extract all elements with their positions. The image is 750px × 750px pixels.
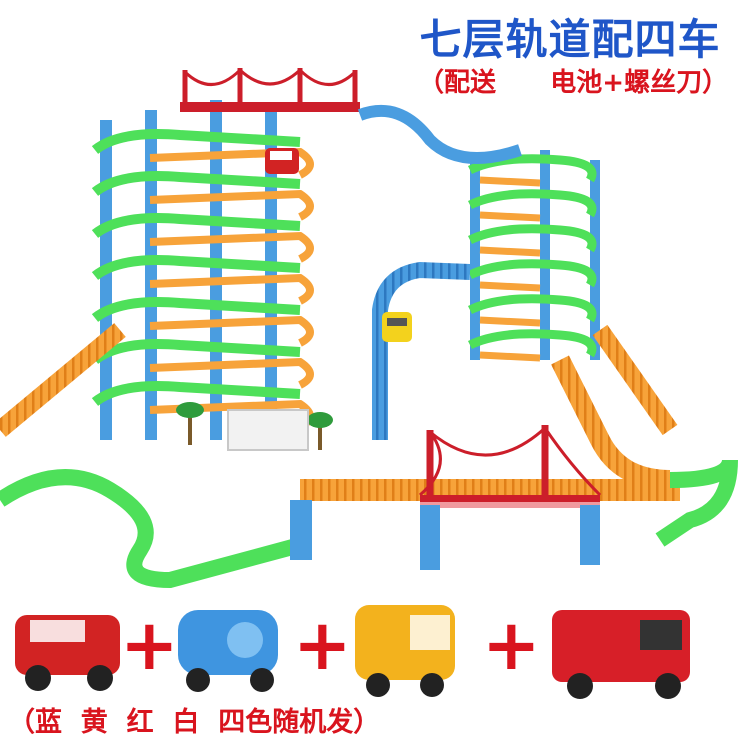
product-title: 七层轨道配四车 [419, 15, 721, 64]
green-level-track [91, 381, 301, 407]
orange-level-track [149, 273, 314, 305]
green-curve-track [0, 469, 303, 589]
green-level-track [467, 329, 597, 358]
right-tower-pillar [590, 160, 600, 360]
right-tower-pillar [540, 150, 550, 360]
bridge-pier [580, 505, 600, 565]
product-subtitle: （配送 电池+螺丝刀） [418, 68, 729, 98]
car-on-middle-track [382, 312, 412, 342]
green-level-track [467, 154, 597, 183]
orange-level-track [479, 211, 541, 222]
bridge-pier [420, 505, 440, 570]
plus-sign: + [120, 604, 179, 686]
orange-level-track [149, 189, 314, 221]
left-tower [91, 100, 314, 440]
toll-gate-sign [227, 409, 309, 451]
left-tower-pillar [145, 110, 157, 440]
red-suv-car [15, 615, 120, 691]
orange-level-track [479, 351, 541, 362]
plus-sign: + [482, 604, 541, 686]
green-level-track [467, 294, 597, 323]
right-tower [467, 150, 600, 362]
plus-sign: + [293, 604, 352, 686]
car-lineup [15, 605, 690, 699]
green-level-track [91, 171, 301, 197]
green-level-track [467, 259, 597, 288]
red-fire-truck-car [552, 610, 690, 699]
green-level-track [91, 213, 301, 239]
green-level-track [467, 189, 597, 218]
orange-level-track [149, 231, 314, 263]
green-level-track [91, 297, 301, 323]
blue-train-car [178, 610, 278, 692]
green-level-track [91, 255, 301, 281]
blue-middle-track [372, 261, 471, 440]
right-orange-track [551, 355, 671, 490]
right-green-track [655, 458, 738, 547]
orange-level-track [479, 316, 541, 327]
orange-level-track [479, 246, 541, 257]
bottom-red-bridge [419, 425, 602, 508]
track-scene [0, 67, 738, 589]
orange-level-track [479, 281, 541, 292]
top-red-bridge [180, 67, 360, 112]
car-on-top-track [265, 148, 299, 174]
color-note: （蓝 黄 红 白 四色随机发） [8, 707, 381, 738]
right-tower-pillar [470, 160, 480, 360]
green-level-track [467, 224, 597, 253]
green-level-track [91, 129, 301, 155]
yellow-bus-car [355, 605, 455, 697]
left-orange-track [0, 323, 126, 437]
right-tower-levels [467, 154, 597, 362]
orange-level-track [149, 357, 314, 389]
tree-decoration [176, 402, 333, 450]
orange-level-track [149, 147, 314, 179]
orange-level-track [479, 176, 541, 187]
bridge-pier [290, 500, 312, 560]
right-orange-track [592, 324, 678, 436]
orange-level-track [149, 315, 314, 347]
left-tower-levels [91, 129, 314, 431]
left-tower-pillar [210, 100, 222, 440]
blue-ramp-track [357, 104, 522, 164]
